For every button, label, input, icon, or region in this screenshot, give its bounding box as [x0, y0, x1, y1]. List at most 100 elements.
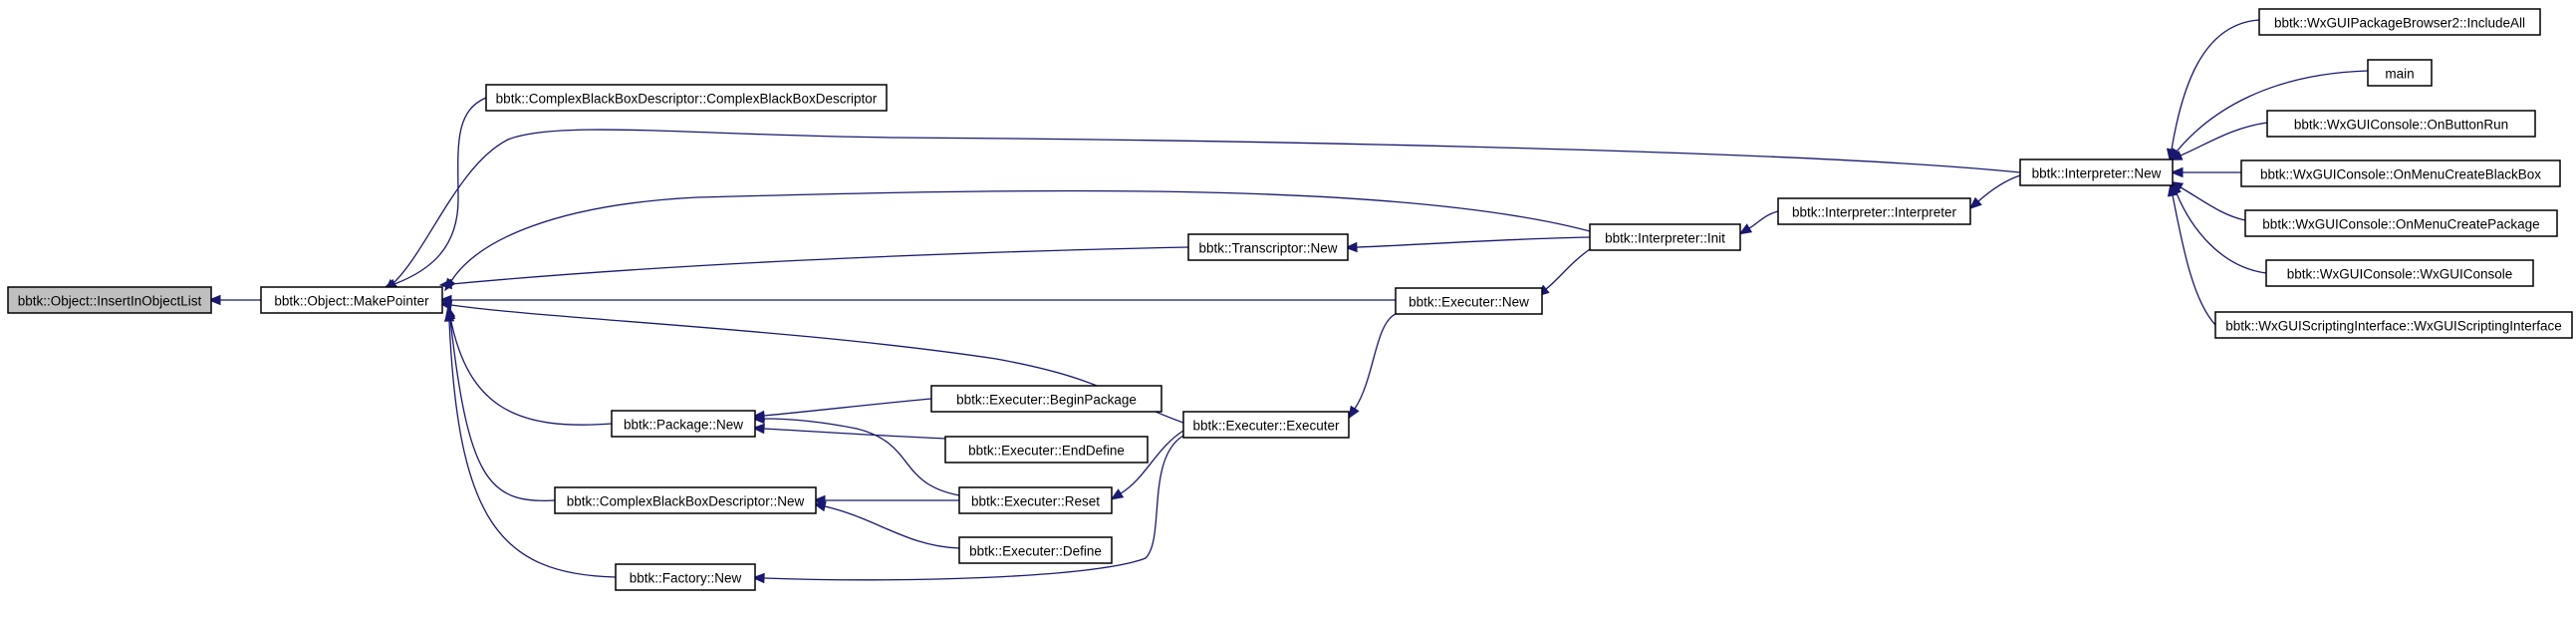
- edge-cbbd_new-to-make: [444, 306, 556, 502]
- node-label: bbtk::Executer::EndDefine: [968, 444, 1125, 459]
- edge-line: [448, 320, 617, 578]
- node-begin-package[interactable]: bbtk::Executer::BeginPackage: [930, 385, 1162, 413]
- node-box: [2240, 159, 2561, 187]
- node-box: [2266, 110, 2536, 138]
- arrowhead-icon: [443, 308, 455, 322]
- edge-interp_init-to-executer_new: [1536, 248, 1591, 297]
- node-box: [615, 563, 756, 591]
- edge-line: [1356, 236, 1591, 248]
- node-label: bbtk::Object::MakePointer: [274, 294, 429, 309]
- edge-begin_package-to-package_new: [751, 398, 932, 422]
- node-box: [958, 536, 1113, 564]
- edge-executer_ctor-to-factory_new: [751, 435, 1184, 584]
- node-label: bbtk::Executer::BeginPackage: [956, 393, 1137, 408]
- node-label: bbtk::Interpreter::Interpreter: [1792, 205, 1957, 220]
- node-box: [485, 84, 888, 112]
- edge-line: [449, 316, 613, 426]
- edge-executer_reset-to-package_new: [751, 413, 960, 496]
- node-label: bbtk::WxGUIConsole::OnButtonRun: [2294, 118, 2508, 133]
- node-executer-define[interactable]: bbtk::Executer::Define: [958, 536, 1113, 564]
- edge-executer_new-to-make: [438, 294, 1396, 306]
- edge-line: [1977, 174, 2021, 202]
- edge-line: [449, 318, 556, 502]
- arrowhead-icon: [1344, 241, 1358, 253]
- node-box: [1187, 233, 1349, 261]
- node-label: bbtk::WxGUIPackageBrowser2::IncludeAll: [2274, 16, 2525, 31]
- edge-wx_includeall-to-interp_new: [2166, 19, 2260, 162]
- edge-line: [450, 189, 1591, 282]
- edge-executer_new-to-executer_ctor: [1348, 313, 1397, 420]
- arrowhead-icon: [1110, 488, 1125, 500]
- node-box: [2244, 209, 2558, 237]
- node-wx-onbuttonrun[interactable]: bbtk::WxGUIConsole::OnButtonRun: [2266, 110, 2536, 138]
- edge-interp_init-to-make: [444, 189, 1591, 292]
- node-label: bbtk::ComplexBlackBoxDescriptor::New: [567, 494, 805, 509]
- node-label: bbtk::Interpreter::New: [2032, 166, 2162, 181]
- node-interp-init[interactable]: bbtk::Interpreter::Init: [1589, 223, 1741, 251]
- node-executer-new[interactable]: bbtk::Executer::New: [1395, 287, 1543, 315]
- node-transcriptor-new[interactable]: bbtk::Transcriptor::New: [1187, 233, 1349, 261]
- node-end-define[interactable]: bbtk::Executer::EndDefine: [944, 436, 1149, 464]
- arrowhead-icon: [1968, 196, 1982, 210]
- edge-line: [824, 505, 960, 549]
- edge-interp_ctor-to-interp_init: [1738, 210, 1779, 235]
- node-box: [958, 486, 1113, 514]
- node-box: [2019, 158, 2174, 186]
- node-box: [1182, 411, 1350, 439]
- node-label: bbtk::Executer::Reset: [971, 494, 1100, 509]
- nodes-layer: bbtk::Object::InsertInObjectList bbtk::Ob…: [7, 8, 2573, 591]
- node-main[interactable]: main: [2367, 59, 2433, 87]
- edge-line: [763, 418, 960, 496]
- node-interp-ctor[interactable]: bbtk::Interpreter::Interpreter: [1777, 197, 1971, 225]
- node-executer-reset[interactable]: bbtk::Executer::Reset: [958, 486, 1113, 514]
- node-cbbd-new[interactable]: bbtk::ComplexBlackBoxDescriptor::New: [554, 486, 817, 514]
- edge-line: [2172, 194, 2216, 326]
- node-box: [2265, 259, 2534, 287]
- node-label: bbtk::Interpreter::Init: [1605, 231, 1725, 246]
- node-label: bbtk::WxGUIScriptingInterface::WxGUIScri…: [2225, 319, 2562, 334]
- edge-wx_onmenucreatebb-to-interp_new: [2170, 166, 2241, 178]
- node-box: [944, 436, 1149, 464]
- node-executer-ctor[interactable]: bbtk::Executer::Executer: [1182, 411, 1350, 439]
- node-make[interactable]: bbtk::Object::MakePointer: [260, 286, 443, 314]
- node-label: bbtk::WxGUIConsole::OnMenuCreateBlackBox: [2260, 167, 2541, 182]
- node-box: [2258, 8, 2541, 36]
- node-label: bbtk::Package::New: [624, 418, 743, 433]
- edge-make-to-insert: [207, 294, 261, 306]
- node-interp-new[interactable]: bbtk::Interpreter::New: [2019, 158, 2174, 186]
- edge-line: [763, 428, 946, 440]
- edge-line: [2180, 122, 2268, 156]
- edge-transcriptor_new-to-make: [438, 246, 1189, 290]
- node-box: [611, 410, 756, 438]
- edge-executer_reset-to-cbbd_new: [812, 494, 959, 506]
- node-insert[interactable]: bbtk::Object::InsertInObjectList: [7, 286, 212, 314]
- node-label: bbtk::WxGUIConsole::WxGUIConsole: [2287, 267, 2513, 282]
- edge-interp_new-to-interp_ctor: [1968, 174, 2021, 210]
- arrowhead-icon: [1738, 223, 1753, 235]
- node-wx-onmenucreatebb[interactable]: bbtk::WxGUIConsole::OnMenuCreateBlackBox: [2240, 159, 2561, 187]
- arrowhead-icon: [1348, 405, 1360, 420]
- node-box: [1777, 197, 1971, 225]
- node-wx-console[interactable]: bbtk::WxGUIConsole::WxGUIConsole: [2265, 259, 2534, 287]
- node-box: [260, 286, 443, 314]
- arrowhead-icon: [438, 278, 452, 290]
- node-label: bbtk::Executer::Executer: [1192, 419, 1340, 434]
- edge-line: [2176, 192, 2267, 274]
- node-wx-scripting[interactable]: bbtk::WxGUIScriptingInterface::WxGUIScri…: [2214, 311, 2573, 339]
- node-label: bbtk::Executer::Define: [969, 544, 1102, 559]
- node-wx-onmenucreatepkg[interactable]: bbtk::WxGUIConsole::OnMenuCreatePackage: [2244, 209, 2558, 237]
- edge-line: [2171, 19, 2260, 151]
- node-wx-includeall[interactable]: bbtk::WxGUIPackageBrowser2::IncludeAll: [2258, 8, 2541, 36]
- node-label: bbtk::ComplexBlackBoxDescriptor::Complex…: [496, 92, 878, 107]
- node-cbbd-ctor[interactable]: bbtk::ComplexBlackBoxDescriptor::Complex…: [485, 84, 888, 112]
- node-label: bbtk::Factory::New: [630, 571, 742, 586]
- node-factory-new[interactable]: bbtk::Factory::New: [615, 563, 756, 591]
- edge-line: [2180, 186, 2246, 221]
- arrowhead-icon: [813, 500, 827, 512]
- edge-line: [392, 129, 2021, 284]
- arrowhead-icon: [751, 423, 765, 435]
- arrowhead-icon: [207, 294, 221, 306]
- edge-package_new-to-make: [444, 304, 613, 426]
- node-box: [2214, 311, 2573, 339]
- node-package-new[interactable]: bbtk::Package::New: [611, 410, 756, 438]
